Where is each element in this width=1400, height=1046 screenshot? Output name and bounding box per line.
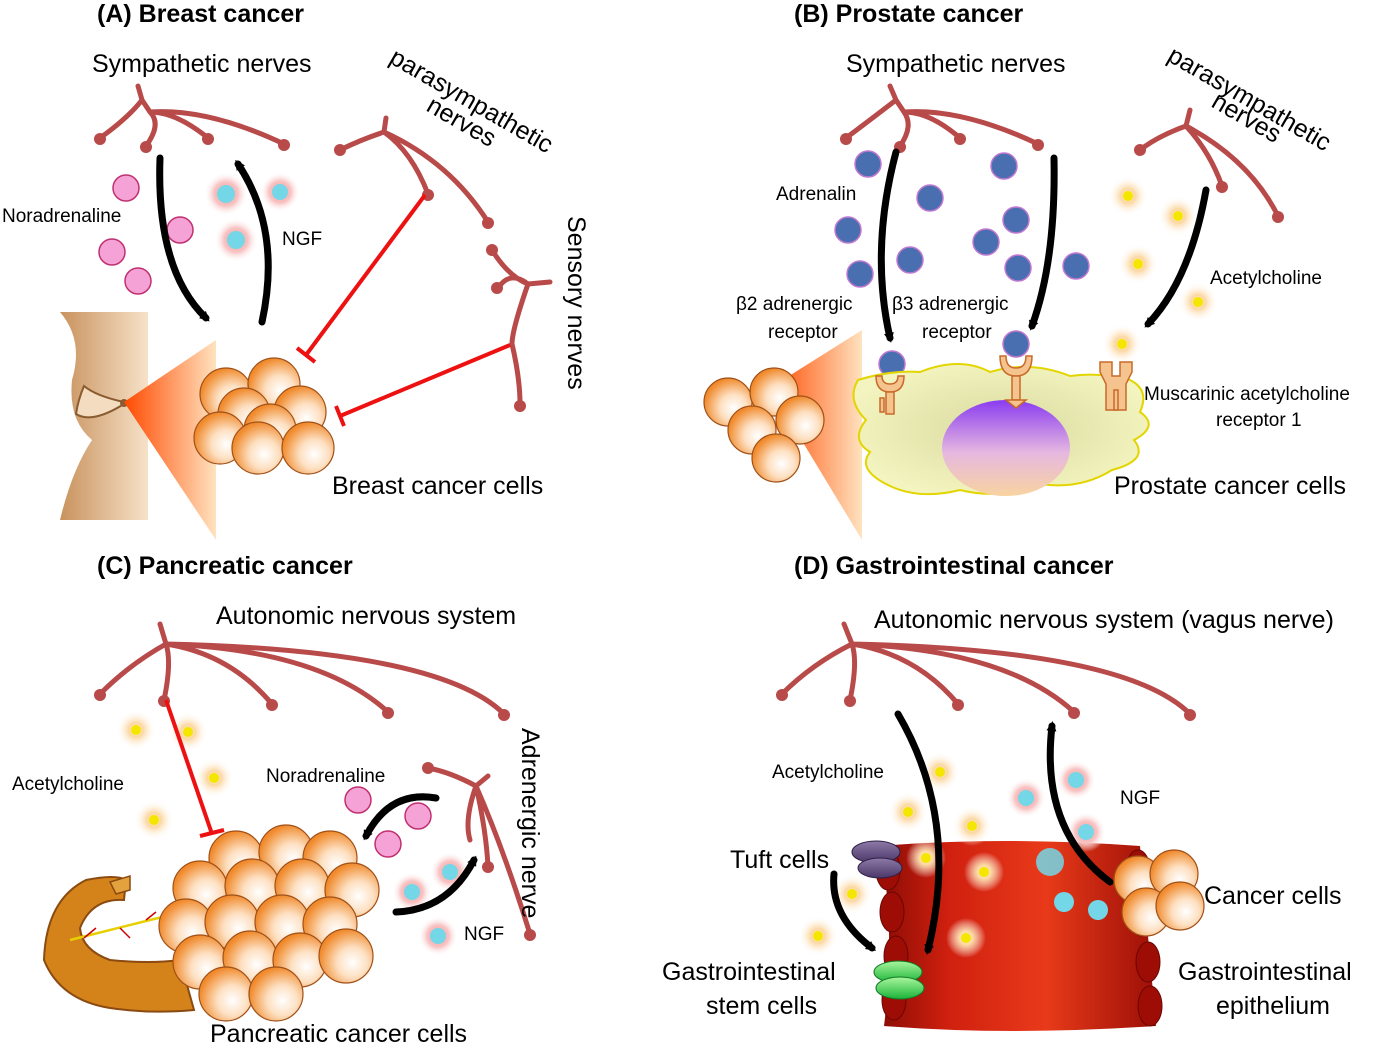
prostate-cancer-cell <box>852 363 1150 496</box>
noradrenaline-arrow-a <box>156 154 210 322</box>
noradrenaline-arrow-c <box>362 793 440 841</box>
ngf-molecules-a <box>204 172 300 262</box>
beta2-receptor <box>875 375 905 415</box>
epithelium-label-2: epithelium <box>1216 992 1330 1020</box>
tuft-to-stem-arrow <box>830 870 876 952</box>
stem-cells-label-1: Gastrointestinal <box>662 958 836 986</box>
ngf-label-a: NGF <box>282 229 322 250</box>
gi-cancer-cell-cluster <box>1113 849 1205 937</box>
vagus-nerve <box>776 621 1196 721</box>
adrenalin-label: Adrenalin <box>776 184 856 205</box>
pancreatic-cancer-cells-label: Pancreatic cancer cells <box>210 1020 467 1046</box>
panel-c-title: (C) Pancreatic cancer <box>97 552 353 580</box>
prostate-cell-cluster-small <box>703 367 825 483</box>
muscarinic-label-2: receptor 1 <box>1216 410 1302 431</box>
ngf-arrow-a <box>234 159 272 326</box>
acetylcholine-molecules-b <box>1102 176 1218 364</box>
acetylcholine-molecules-c <box>116 710 234 840</box>
noradrenaline-molecules-c <box>344 786 432 858</box>
stem-cells-label-2: stem cells <box>706 992 817 1020</box>
adrenalin-molecules <box>834 150 1090 378</box>
inhibition-sensory-a <box>334 343 511 427</box>
breast-icon <box>60 312 148 520</box>
noradrenaline-label-c: Noradrenaline <box>266 766 385 787</box>
beta3-label-2: receptor <box>922 322 992 343</box>
ngf-arrow-d <box>1046 721 1114 886</box>
sensory-nerves-label: Sensory nerves <box>562 216 590 390</box>
inhibition-parasympathetic-a <box>295 193 427 364</box>
acetylcholine-label-b: Acetylcholine <box>1210 268 1322 289</box>
beta3-label-1: β3 adrenergic <box>892 294 1009 315</box>
panel-c: (C) Pancreatic cancer Autonomic nervous … <box>12 552 544 1046</box>
noradrenaline-molecules-a <box>98 174 194 295</box>
ngf-arrow-c <box>392 855 478 916</box>
panel-d-title: (D) Gastrointestinal cancer <box>794 552 1114 580</box>
parasympathetic-nerve-a <box>334 115 494 229</box>
parasympathetic-nerve-b <box>1134 107 1284 223</box>
sympathetic-nerve-b <box>840 83 1044 153</box>
adrenergic-nerve <box>422 762 536 941</box>
adrenalin-arrow-2 <box>1028 154 1058 331</box>
noradrenaline-label-a: Noradrenaline <box>2 206 121 227</box>
epithelium-label-1: Gastrointestinal <box>1178 958 1352 986</box>
panel-a: (A) Breast cancer Sympathetic nerves par… <box>2 0 590 540</box>
ngf-label-c: NGF <box>464 924 504 945</box>
acetylcholine-arrow-b <box>1144 186 1210 328</box>
adrenalin-arrow-1 <box>877 148 900 343</box>
tuft-cells <box>851 840 903 879</box>
cancer-cells-label-d: Cancer cells <box>1204 882 1342 910</box>
panel-a-title: (A) Breast cancer <box>97 0 304 28</box>
sympathetic-nerve-a <box>94 83 290 153</box>
autonomic-label-d: Autonomic nervous system (vagus nerve) <box>874 606 1334 634</box>
beta2-label-1: β2 adrenergic <box>736 294 853 315</box>
adrenergic-nerve-label: Adrenergic nerve <box>516 728 544 918</box>
parasympathetic-label-b: parasympathetic <box>1163 41 1336 157</box>
prostate-cancer-cells-label: Prostate cancer cells <box>1114 472 1346 500</box>
autonomic-label-c: Autonomic nervous system <box>216 602 516 630</box>
gi-stem-cells <box>873 960 925 1000</box>
breast-cancer-cell-cluster <box>193 357 335 475</box>
pancreatic-cancer-cell-cluster <box>158 824 380 1022</box>
zoom-cone-a <box>124 340 216 540</box>
muscarinic-receptor <box>1099 361 1133 411</box>
panel-d: (D) Gastrointestinal cancer Autonomic ne… <box>662 552 1352 1031</box>
ngf-label-d: NGF <box>1120 788 1160 809</box>
inhibition-autonomic-c <box>164 699 225 838</box>
beta3-receptor <box>999 355 1033 409</box>
panel-b-title: (B) Prostate cancer <box>794 0 1024 28</box>
sympathetic-nerves-label: Sympathetic nerves <box>92 50 312 78</box>
ngf-molecules-c <box>392 852 470 956</box>
beta2-label-2: receptor <box>768 322 838 343</box>
tuft-cells-label: Tuft cells <box>730 846 829 874</box>
sensory-nerve <box>486 244 553 412</box>
acetylcholine-label-d: Acetylcholine <box>772 762 884 783</box>
acetylcholine-arrow-d <box>894 710 943 955</box>
muscarinic-label-1: Muscarinic acetylcholine <box>1144 384 1350 405</box>
acetylcholine-label-c: Acetylcholine <box>12 774 124 795</box>
autonomic-nerve-c <box>94 621 510 721</box>
breast-cancer-cells-label: Breast cancer cells <box>332 472 543 500</box>
sympathetic-nerves-label-b: Sympathetic nerves <box>846 50 1066 78</box>
panel-b: (B) Prostate cancer Sympathetic nerves p… <box>703 0 1350 540</box>
